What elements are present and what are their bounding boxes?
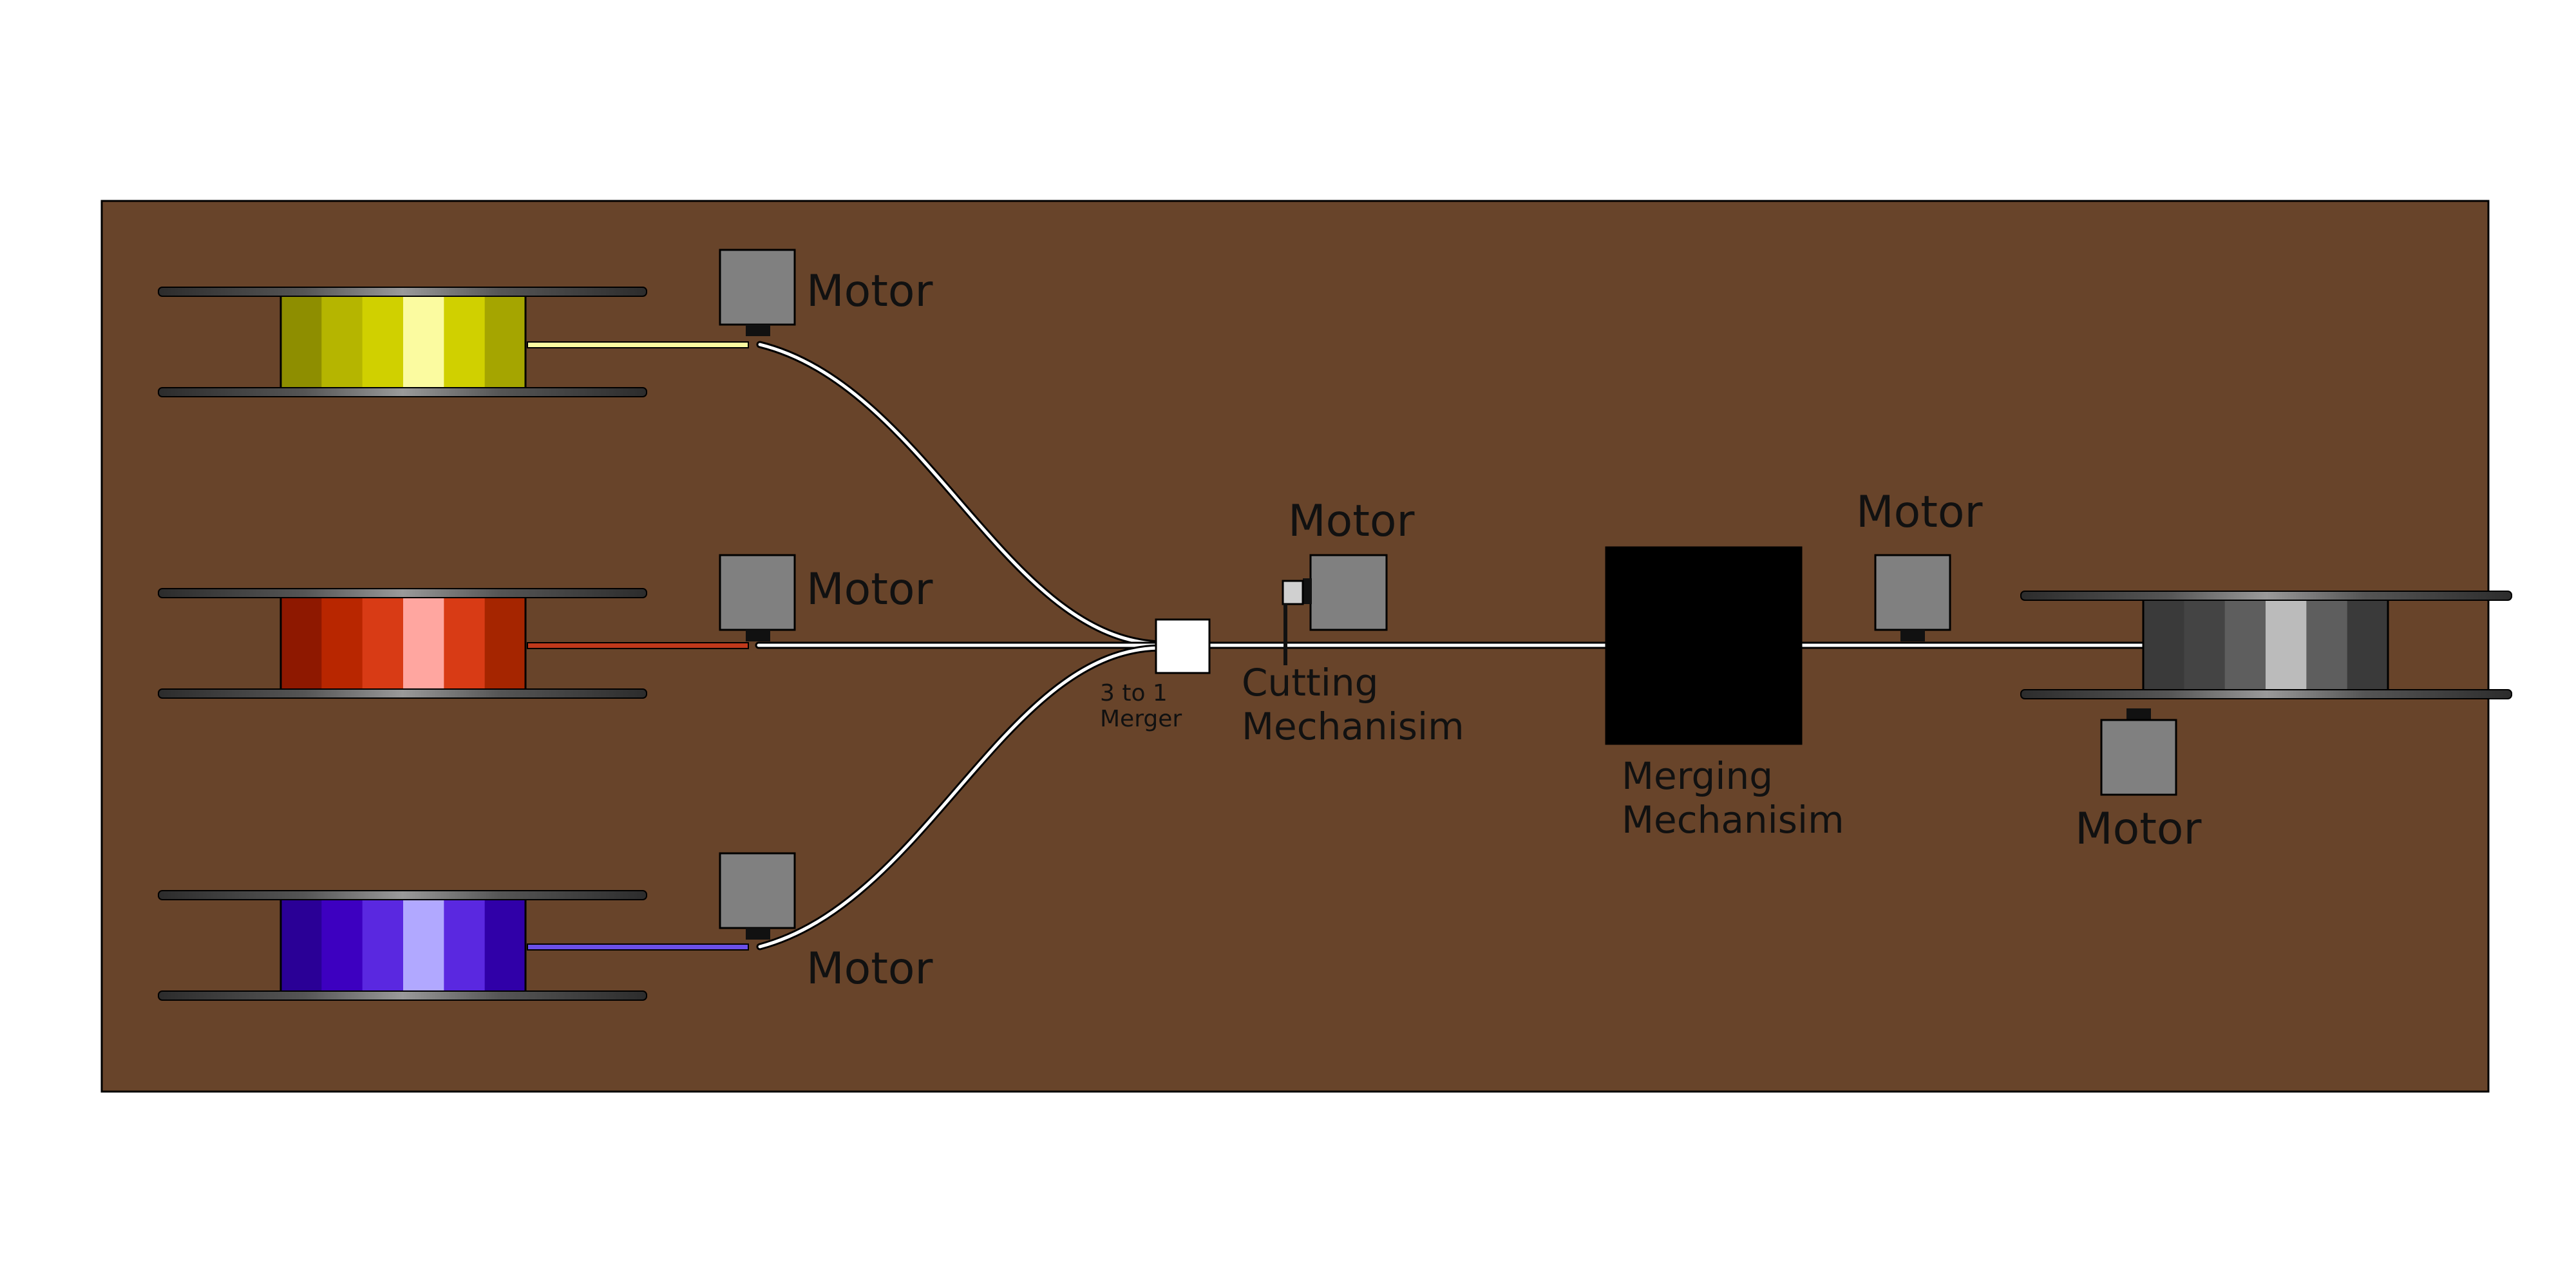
motor-label-output-spool: Motor — [2075, 804, 2202, 855]
spool-body-stripe — [281, 899, 323, 996]
motor-label-output-drive: Motor — [1856, 487, 1983, 538]
spool-body-stripe — [403, 899, 445, 996]
motor-cutting — [1282, 554, 1388, 665]
spool-body-stripe — [2347, 600, 2389, 694]
motor-body — [2100, 719, 2177, 796]
three-to-one-merger-block — [1155, 618, 1211, 674]
spool-body-stripe — [484, 296, 526, 392]
motor-shaft — [1303, 578, 1312, 604]
spools — [158, 287, 2512, 1001]
motor-label-yellow: Motor — [806, 266, 933, 317]
motor-output-drive — [1874, 554, 1951, 641]
motor-body — [719, 852, 796, 929]
spool-flange — [158, 890, 647, 900]
motor-shaft — [1900, 630, 1925, 641]
spool-body-stripe — [321, 597, 363, 694]
motor-output-spool — [2100, 708, 2177, 796]
spool-body-stripe — [484, 899, 526, 996]
merging-label-line2: Mechanisim — [1622, 798, 1844, 842]
spool-body-stripe — [444, 296, 486, 392]
spool-red — [158, 588, 647, 699]
spool-body-stripe — [362, 597, 404, 694]
spool-body-stripe — [2184, 600, 2226, 694]
spool-flange — [158, 688, 647, 699]
spool-flange — [2020, 689, 2512, 699]
motor-blue-feed — [719, 852, 796, 940]
spool-body-stripe — [2306, 600, 2348, 694]
spool-feed-stubs — [527, 341, 749, 951]
spool-flange — [158, 990, 647, 1001]
spool-body-stripe — [281, 296, 323, 392]
spool-body-stripe — [444, 899, 486, 996]
spool-flange — [158, 287, 647, 297]
spool-body-stripe — [281, 597, 323, 694]
spool-blue — [158, 890, 647, 1001]
motor-shaft — [2126, 708, 2151, 720]
motor-shaft — [746, 928, 770, 940]
spool-body-stripe — [403, 296, 445, 392]
spool-flange — [158, 588, 647, 598]
spool-body-stripe — [321, 899, 363, 996]
motor-red-feed — [719, 554, 796, 641]
motor-body — [719, 554, 796, 631]
spool-yellow — [158, 287, 647, 397]
motor-body — [719, 249, 796, 326]
spool-body-stripe — [444, 597, 486, 694]
cutting-label-line2: Mechanisim — [1242, 705, 1464, 748]
merging-label-line1: Merging — [1622, 754, 1773, 798]
spool-body-stripe — [321, 296, 363, 392]
spool-body-stripe — [403, 597, 445, 694]
motor-label-cutting: Motor — [1288, 496, 1415, 547]
spool-body-stripe — [2143, 600, 2185, 694]
motor-body — [1309, 554, 1388, 631]
spool-body-stripe — [484, 597, 526, 694]
merger-label-line2: Merger — [1100, 706, 1182, 732]
spool-flange — [2020, 591, 2512, 601]
spool-body-stripe — [2224, 600, 2266, 694]
merging-mechanism-block — [1605, 546, 1803, 745]
motor-label-blue: Motor — [806, 943, 933, 994]
cutter-blade-holder — [1282, 580, 1304, 605]
cutter-blade — [1283, 604, 1287, 665]
spool-body-stripe — [2266, 600, 2307, 694]
merger-label-line1: 3 to 1 — [1100, 680, 1168, 706]
filament-paths — [755, 341, 2148, 951]
motor-body — [1874, 554, 1951, 631]
motor-shaft — [746, 325, 770, 336]
motor-yellow-feed — [719, 249, 796, 336]
spool-body-stripe — [362, 899, 404, 996]
motor-shaft — [746, 630, 770, 641]
spool-output — [2020, 591, 2512, 699]
cutting-label-line1: Cutting — [1242, 661, 1378, 705]
spool-flange — [158, 387, 647, 397]
spool-body-stripe — [362, 296, 404, 392]
motor-label-red: Motor — [806, 564, 933, 615]
